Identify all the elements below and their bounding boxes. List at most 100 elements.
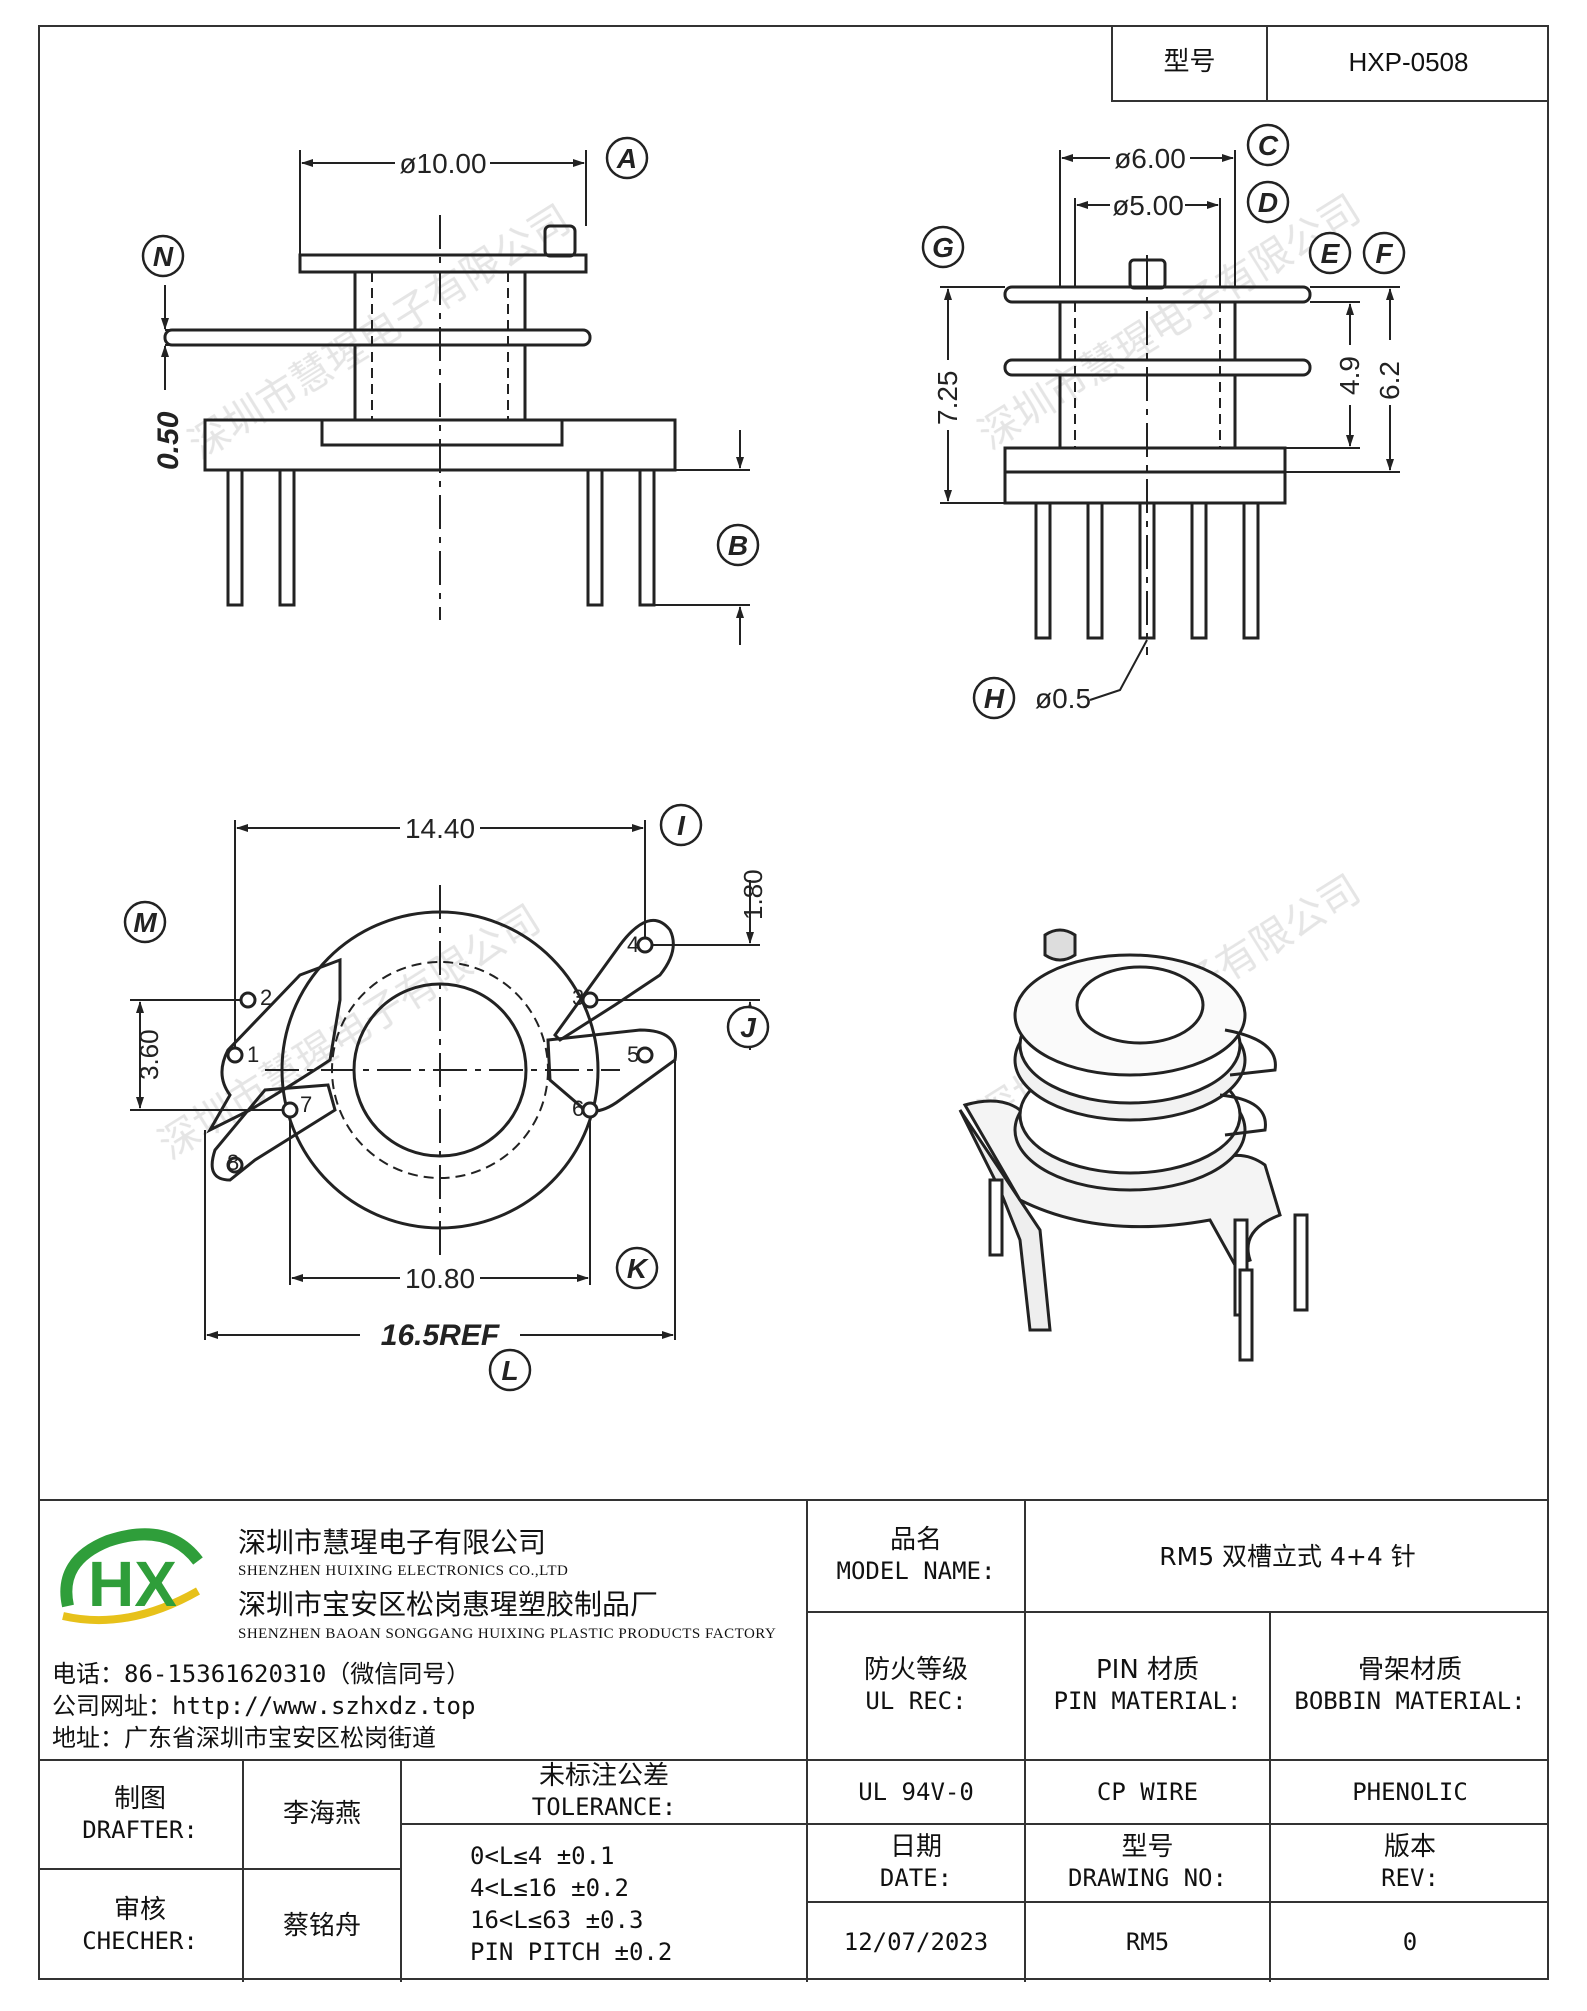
dim-d6: ø6.00	[1114, 143, 1186, 174]
pin-hole-7	[281, 1101, 299, 1119]
dim-360: 3.60	[134, 1029, 164, 1080]
callout-h: H	[984, 683, 1005, 714]
tolerance-en: TOLERANCE:	[531, 1793, 677, 1821]
drafter-en: DRAFTER:	[82, 1815, 198, 1844]
title-block: HX 深圳市慧瑆电子有限公司 SHENZHEN HUIXING ELECTRON…	[38, 1499, 1549, 1982]
pin-hole-6	[581, 1101, 599, 1119]
front-pin-3	[586, 468, 604, 607]
callout-c: C	[1258, 130, 1279, 161]
side-base	[1003, 446, 1287, 505]
side-dims	[940, 150, 1400, 701]
drawing-frame	[38, 25, 1549, 1980]
drawing-no-label: 型号 DRAWING NO:	[1026, 1825, 1269, 1901]
drawing-no-cn: 型号	[1121, 1832, 1174, 1862]
checker-en: CHECHER:	[82, 1927, 198, 1955]
top-view	[206, 885, 678, 1255]
date-value: 12/07/2023	[843, 1928, 989, 1956]
dim-165: 16.5REF	[381, 1319, 500, 1352]
dim-d05: ø0.5	[1035, 683, 1091, 714]
tolerance-label: 未标注公差 TOLERANCE:	[402, 1761, 806, 1823]
front-pin-1	[226, 468, 244, 607]
revision-cn: 版本	[1383, 1832, 1436, 1862]
left-lower-wing	[210, 1083, 337, 1182]
dim-49: 4.9	[1334, 356, 1365, 395]
front-pin-4	[638, 468, 656, 607]
checker-label: 审核 CHECHER:	[38, 1870, 242, 1982]
pin-hole-3	[581, 991, 599, 1009]
callout-e: E	[1321, 238, 1341, 269]
side-pin-2	[1086, 501, 1104, 640]
pin-label-5: 5	[627, 1042, 639, 1067]
tolerance-line-2: 4<L≤16 ±0.2	[470, 1873, 629, 1902]
model-name-value: RM5 双槽立式 4+4 针	[1159, 1541, 1416, 1571]
side-mid-flange	[1003, 358, 1312, 377]
technical-drawing: 深圳市慧瑆电子有限公司 深圳市慧瑆电子有限公司 深圳市慧瑆电子有限公司 深圳市慧…	[123, 123, 1406, 1392]
pin-hole-8	[226, 1156, 244, 1174]
drafter-cn: 制图	[113, 1783, 166, 1814]
callout-n: N	[153, 241, 174, 272]
callouts	[123, 123, 1406, 1392]
top-dims	[130, 820, 760, 1340]
callout-a: A	[616, 143, 637, 174]
date-cn: 日期	[889, 1832, 942, 1862]
bobbin-material-cn: 骨架材质	[1357, 1655, 1462, 1685]
callout-l: L	[501, 1355, 518, 1386]
tolerance-line-1: 0<L≤4 ±0.1	[470, 1841, 615, 1870]
bobbin-material-en: BOBBIN MATERIAL:	[1294, 1687, 1526, 1715]
watermark-2: 深圳市慧瑆电子有限公司	[971, 186, 1369, 458]
drawing-no-en: DRAWING NO:	[1068, 1864, 1227, 1892]
drafter-name: 李海燕	[282, 1799, 361, 1829]
callout-d: D	[1258, 187, 1278, 218]
bobbin-material-label: 骨架材质 BOBBIN MATERIAL:	[1271, 1613, 1549, 1759]
factory-name-cn: 深圳市宝安区松岗惠瑆塑胶制品厂	[238, 1588, 659, 1621]
tolerance-cn: 未标注公差	[538, 1761, 669, 1791]
iso-hole	[1075, 965, 1205, 1045]
callout-k: K	[627, 1253, 649, 1284]
checker-name: 蔡铭舟	[282, 1910, 361, 1941]
front-view	[163, 215, 677, 620]
company-logo: HX	[60, 1528, 203, 1625]
company-name-cn: 深圳市慧瑆电子有限公司	[238, 1526, 547, 1559]
pin-label-8: 8	[227, 1150, 239, 1175]
callout-b: B	[728, 530, 748, 561]
iso-nub	[1043, 928, 1077, 962]
callout-i: I	[677, 810, 686, 841]
fire-rating-value: UL 94V-0	[858, 1777, 974, 1806]
company-area: HX 深圳市慧瑆电子有限公司 SHENZHEN HUIXING ELECTRON…	[38, 1501, 806, 1759]
right-pin-wing	[553, 919, 675, 1042]
fire-rating-cn: 防火等级	[863, 1655, 968, 1685]
dim-1080: 10.80	[405, 1263, 475, 1294]
model-name-cn: 品名	[889, 1525, 942, 1555]
dim-1440: 14.40	[405, 813, 475, 844]
header-model-label: 型号	[1113, 25, 1268, 100]
iso-pin-d	[1238, 1268, 1254, 1362]
model-name-en: MODEL NAME:	[836, 1557, 996, 1585]
dim-050: 0.50	[152, 411, 185, 470]
contact-website: 公司网址：http://www.szhxdz.top	[52, 1692, 476, 1720]
side-pin-4	[1190, 501, 1208, 640]
revision-value: 0	[1402, 1928, 1418, 1956]
iso-pin-a	[988, 1178, 1004, 1257]
logo-text: HX	[88, 1548, 177, 1620]
isometric-view	[958, 928, 1309, 1362]
front-mid-flange	[163, 328, 592, 347]
fire-rating-en: UL REC:	[865, 1687, 967, 1715]
pin-material-cn: PIN 材质	[1095, 1655, 1200, 1685]
dim-d10: ø10.00	[399, 148, 486, 179]
dim-62: 6.2	[1374, 361, 1405, 400]
callout-letters: A B C D E F G H I J K L M N	[133, 130, 1393, 1386]
pin-material-en: PIN MATERIAL:	[1053, 1687, 1242, 1715]
callout-m: M	[133, 907, 157, 938]
revision-en: REV:	[1381, 1864, 1439, 1892]
pin-label-2: 2	[260, 985, 272, 1010]
pin-hole-2	[239, 991, 257, 1009]
pin-hole-1	[226, 1046, 244, 1064]
contact-phone: 电话：86-15361620310（微信同号）	[52, 1660, 471, 1688]
model-name-label: 品名 MODEL NAME:	[808, 1501, 1024, 1611]
header-model-value: HXP-0508	[1348, 47, 1469, 77]
header-model-box: 型号 HXP-0508	[1111, 25, 1549, 102]
pin-label-4: 4	[627, 932, 639, 957]
front-top-flange	[298, 253, 588, 274]
pin-label-3: 3	[572, 985, 584, 1010]
pin-material-value: CP WIRE	[1096, 1777, 1199, 1806]
